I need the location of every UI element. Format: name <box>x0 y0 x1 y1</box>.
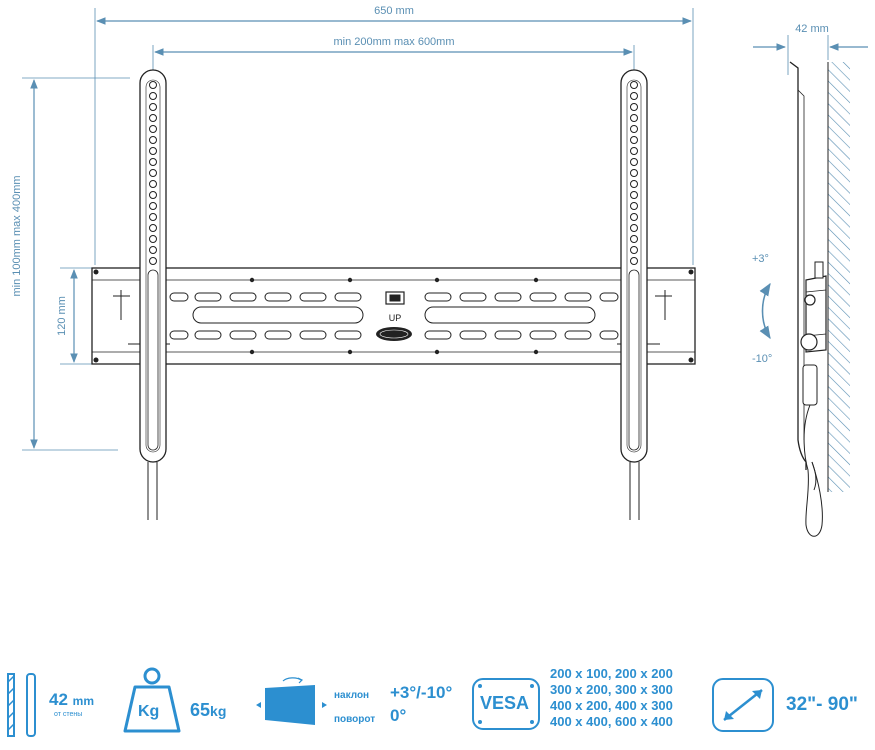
wall-distance-icon <box>7 673 36 737</box>
tilt-arc <box>759 282 771 340</box>
brand-logo <box>376 327 412 341</box>
dimension-lines: 650 mm min 200mm max 600mm min 100mm max… <box>11 5 868 451</box>
rail-height-label: 120 mm <box>56 296 68 336</box>
side-view: +3° -10° <box>752 61 850 537</box>
right-bracket-arm <box>620 69 648 520</box>
wall-distance-note: от стены <box>54 711 83 718</box>
depth-label: 42 mm <box>795 23 829 35</box>
vesa-vertical-label: min 100mm max 400mm <box>11 175 23 296</box>
vesa-badge-frame <box>472 678 540 730</box>
swivel-value: 0° <box>390 706 407 725</box>
vesa-horizontal-label: min 200mm max 600mm <box>333 36 454 48</box>
lock-latch <box>385 291 405 305</box>
max-load-value: 65 <box>190 700 211 720</box>
vesa-pattern-row: 400 x 400, 600 x 400 <box>550 714 673 729</box>
tilt-screen-icon <box>256 677 327 725</box>
vesa-pattern-row: 400 x 200, 400 x 300 <box>550 698 673 713</box>
tilt-up-label: +3° <box>752 253 769 265</box>
vesa-badge-label: VESA <box>480 693 530 713</box>
swivel-label: поворот <box>334 714 376 725</box>
tilt-label: наклон <box>334 690 370 701</box>
wall-distance-value: 42 <box>49 690 68 709</box>
weight-icon <box>123 667 181 733</box>
diagonal-arrow-icon <box>712 678 774 732</box>
max-load-unit: kg <box>210 703 227 719</box>
left-bracket-arm <box>139 69 167 520</box>
total-width-label: 650 mm <box>374 5 414 17</box>
screen-size-value: 32"- 90" <box>786 694 858 715</box>
vesa-pattern-row: 300 x 200, 300 x 300 <box>550 682 673 697</box>
tilt-value: +3°/-10° <box>390 683 453 702</box>
wall-distance-unit: mm <box>72 694 94 708</box>
vesa-pattern-row: 200 x 100, 200 x 200 <box>550 666 673 681</box>
up-label: UP <box>389 313 402 323</box>
vesa-pattern-list: 200 x 100, 200 x 200 300 x 200, 300 x 30… <box>550 666 673 730</box>
tilt-down-label: -10° <box>752 353 772 365</box>
weight-icon-label: Kg <box>138 703 160 720</box>
front-view: UP <box>91 69 696 520</box>
wall-hatch <box>828 62 850 492</box>
